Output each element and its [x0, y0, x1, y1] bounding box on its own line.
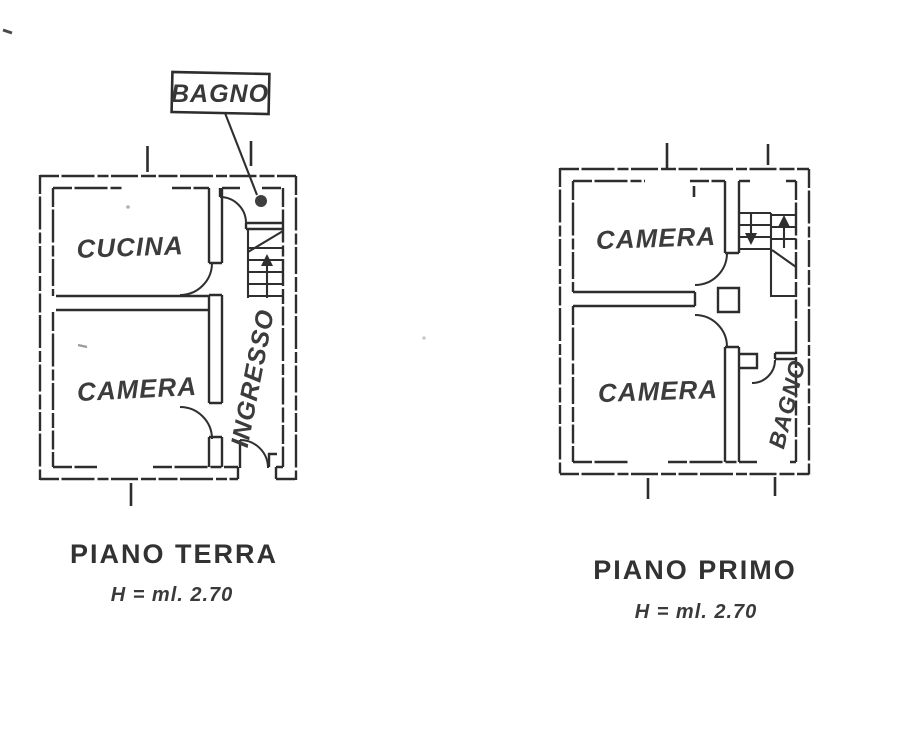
- first-floor-caption-block: PIANO PRIMO H = ml. 2.70: [593, 555, 797, 623]
- callout-bathroom-label: BAGNO: [171, 80, 269, 108]
- first-floor-window-ticks: [646, 143, 777, 499]
- first-floor-stairs: [739, 211, 797, 298]
- first-floor-partition-walls: [573, 181, 796, 462]
- room-label-bedroom-ground: CAMERA: [76, 371, 198, 407]
- room-label-bathroom-first: BAGNO: [763, 357, 810, 451]
- stairs-up-arrow-icon: [261, 254, 273, 266]
- room-label-hall: INGRESSO: [226, 307, 280, 450]
- bathroom-callout: BAGNO: [170, 70, 271, 207]
- first-floor-outer-walls: [558, 167, 811, 476]
- first-floor-caption: PIANO PRIMO: [593, 555, 797, 585]
- scan-speck: [2, 28, 13, 35]
- ground-floor-window-ticks: [129, 141, 253, 506]
- ground-floor-plan: BAGNO CUCINA CAMERA INGRESSO PIANO TERRA…: [38, 70, 298, 606]
- scan-speck: [126, 205, 130, 209]
- ground-floor-stairs: [246, 229, 284, 298]
- stairs-down-arrow-icon: [745, 233, 757, 245]
- room-label-bedroom-1: CAMERA: [595, 221, 716, 255]
- ground-floor-partition-walls: [56, 188, 283, 479]
- ground-floor-outer-walls: [38, 174, 298, 481]
- stairs-up-arrow-icon: [778, 215, 790, 227]
- callout-box: [170, 70, 271, 116]
- first-floor-height-note: H = ml. 2.70: [635, 601, 758, 623]
- first-floor-plan: CAMERA CAMERA BAGNO PIANO PRIMO H = ml. …: [558, 143, 811, 623]
- scan-speck: [77, 343, 88, 349]
- callout-arrow-dot: [255, 195, 267, 207]
- ground-floor-height-note: H = ml. 2.70: [111, 584, 234, 606]
- ground-floor-door-arcs: [179, 196, 269, 469]
- ground-floor-caption: PIANO TERRA: [70, 539, 278, 569]
- scan-artifacts: [2, 28, 426, 349]
- ground-floor-caption-block: PIANO TERRA H = ml. 2.70: [70, 539, 278, 606]
- scan-speck: [422, 336, 426, 340]
- callout-arrow-line: [224, 112, 258, 196]
- room-label-kitchen: CUCINA: [76, 230, 184, 264]
- first-floor-door-arcs: [694, 252, 776, 384]
- room-label-bedroom-2: CAMERA: [597, 374, 718, 408]
